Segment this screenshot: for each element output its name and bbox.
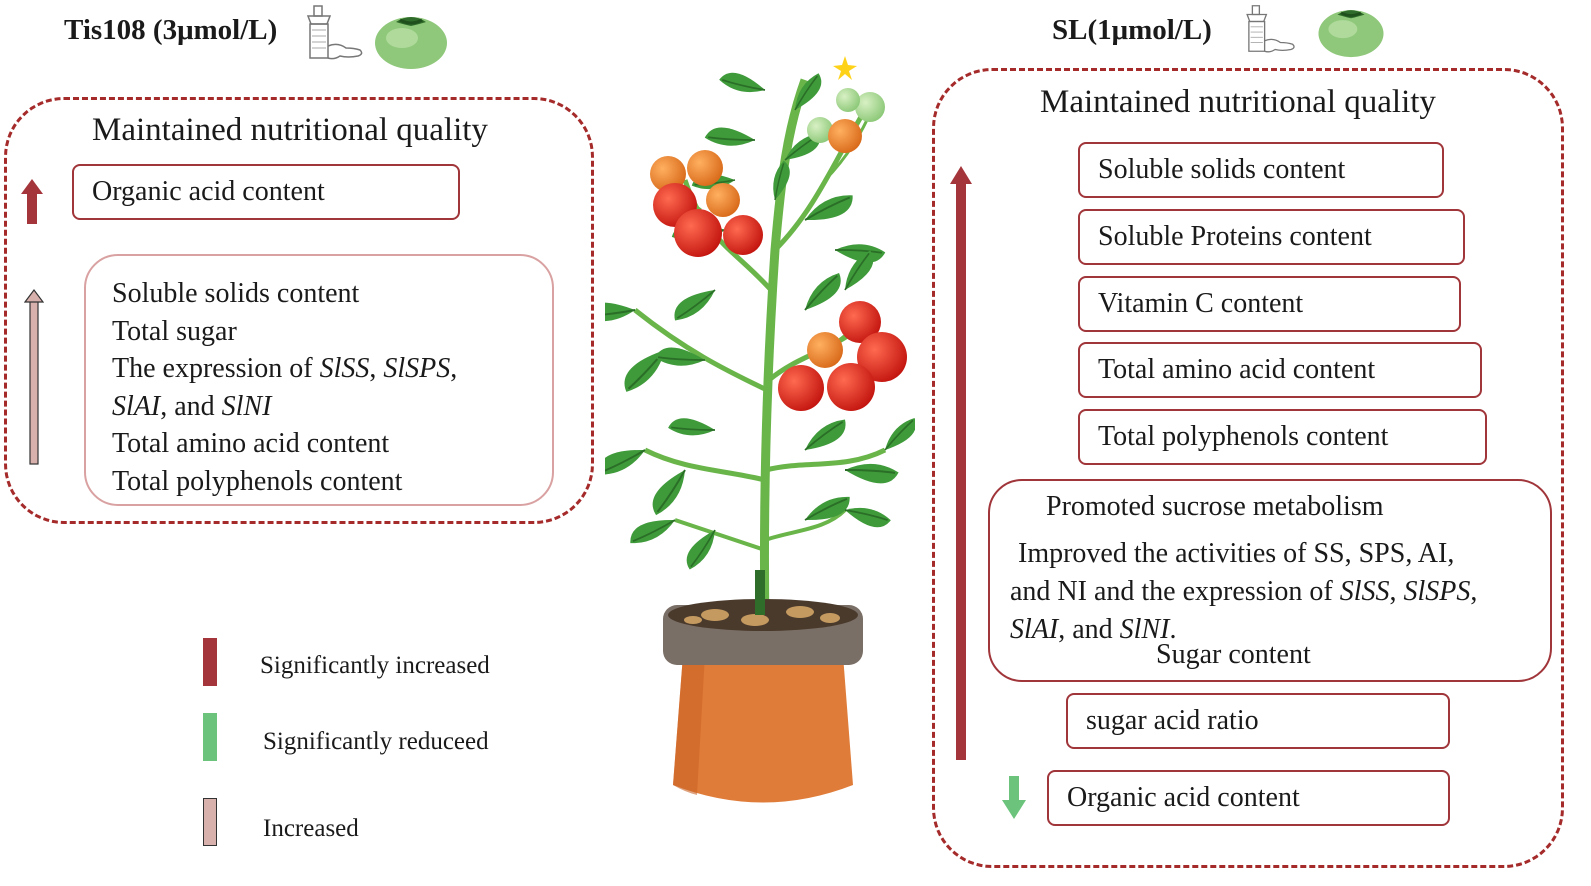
right-panel-heading: Maintained nutritional quality [1040, 84, 1436, 120]
left-increased-list: Soluble solids content Total sugar The e… [112, 275, 457, 500]
right-panel [932, 68, 1564, 868]
sucrose-metabolism-title: Promoted sucrose metabolism [1046, 491, 1384, 522]
sucrose-expression-line: and NI and the expression of SlSS, SlSPS… [1010, 576, 1478, 607]
box-total-polyphenols: Total polyphenols content [1078, 409, 1487, 465]
list-item-amino-acid: Total amino acid content [112, 428, 390, 459]
sugar-content-label: Sugar content [1156, 639, 1311, 670]
spray-bottle-icon [306, 5, 363, 60]
sucrose-expression-line-cont: SlAI, and SlNI. [1010, 614, 1177, 645]
list-item-soluble-solids: Soluble solids content [112, 278, 360, 309]
legend-swatch-significantly-increased [203, 638, 217, 686]
green-tomato-icon [375, 17, 447, 69]
significant-decrease-arrow-icon [1002, 776, 1026, 819]
box-sugar-acid-ratio: sugar acid ratio [1066, 693, 1450, 749]
legend-swatch-increased [203, 798, 217, 846]
significant-increase-arrow-icon [21, 179, 43, 224]
legend-swatch-significantly-reduced [203, 713, 217, 761]
sucrose-metabolism-box [988, 479, 1552, 682]
increased-arrow-icon [24, 289, 44, 465]
box-vitamin-c: Vitamin C content [1078, 276, 1461, 332]
left-increased-box [84, 254, 554, 506]
right-treatment-title: SL(1μmol/L) [1052, 14, 1212, 46]
spray-bottle-icon [1246, 5, 1295, 53]
left-panel [4, 97, 594, 524]
box-total-amino-acid: Total amino acid content [1078, 342, 1482, 398]
box-soluble-solids: Soluble solids content [1078, 142, 1444, 198]
significant-increase-arrow-icon [950, 166, 972, 760]
right-organic-acid-box: Organic acid content [1047, 770, 1450, 826]
left-organic-acid-box: Organic acid content [72, 164, 460, 220]
tomato-plant-illustration [605, 56, 915, 803]
green-tomato-icon [1318, 10, 1384, 58]
box-soluble-proteins: Soluble Proteins content [1078, 209, 1465, 265]
list-item-gene-expression: The expression of SlSS, SlSPS, [112, 353, 458, 384]
list-item-total-sugar: Total sugar [112, 315, 237, 347]
left-panel-heading: Maintained nutritional quality [92, 112, 488, 148]
list-item-polyphenols: Total polyphenols content [112, 465, 403, 497]
sucrose-activities-line: Improved the activities of SS, SPS, AI, [1018, 538, 1455, 569]
legend-label-significantly-increased: Significantly increased [260, 652, 490, 679]
left-treatment-title: Tis108 (3μmol/L) [64, 14, 278, 46]
list-item-gene-expression-cont: SlAI, and SlNI [112, 390, 272, 422]
legend-label-significantly-reduced: Significantly reduceed [263, 728, 489, 755]
legend-label-increased: Increased [263, 815, 359, 842]
